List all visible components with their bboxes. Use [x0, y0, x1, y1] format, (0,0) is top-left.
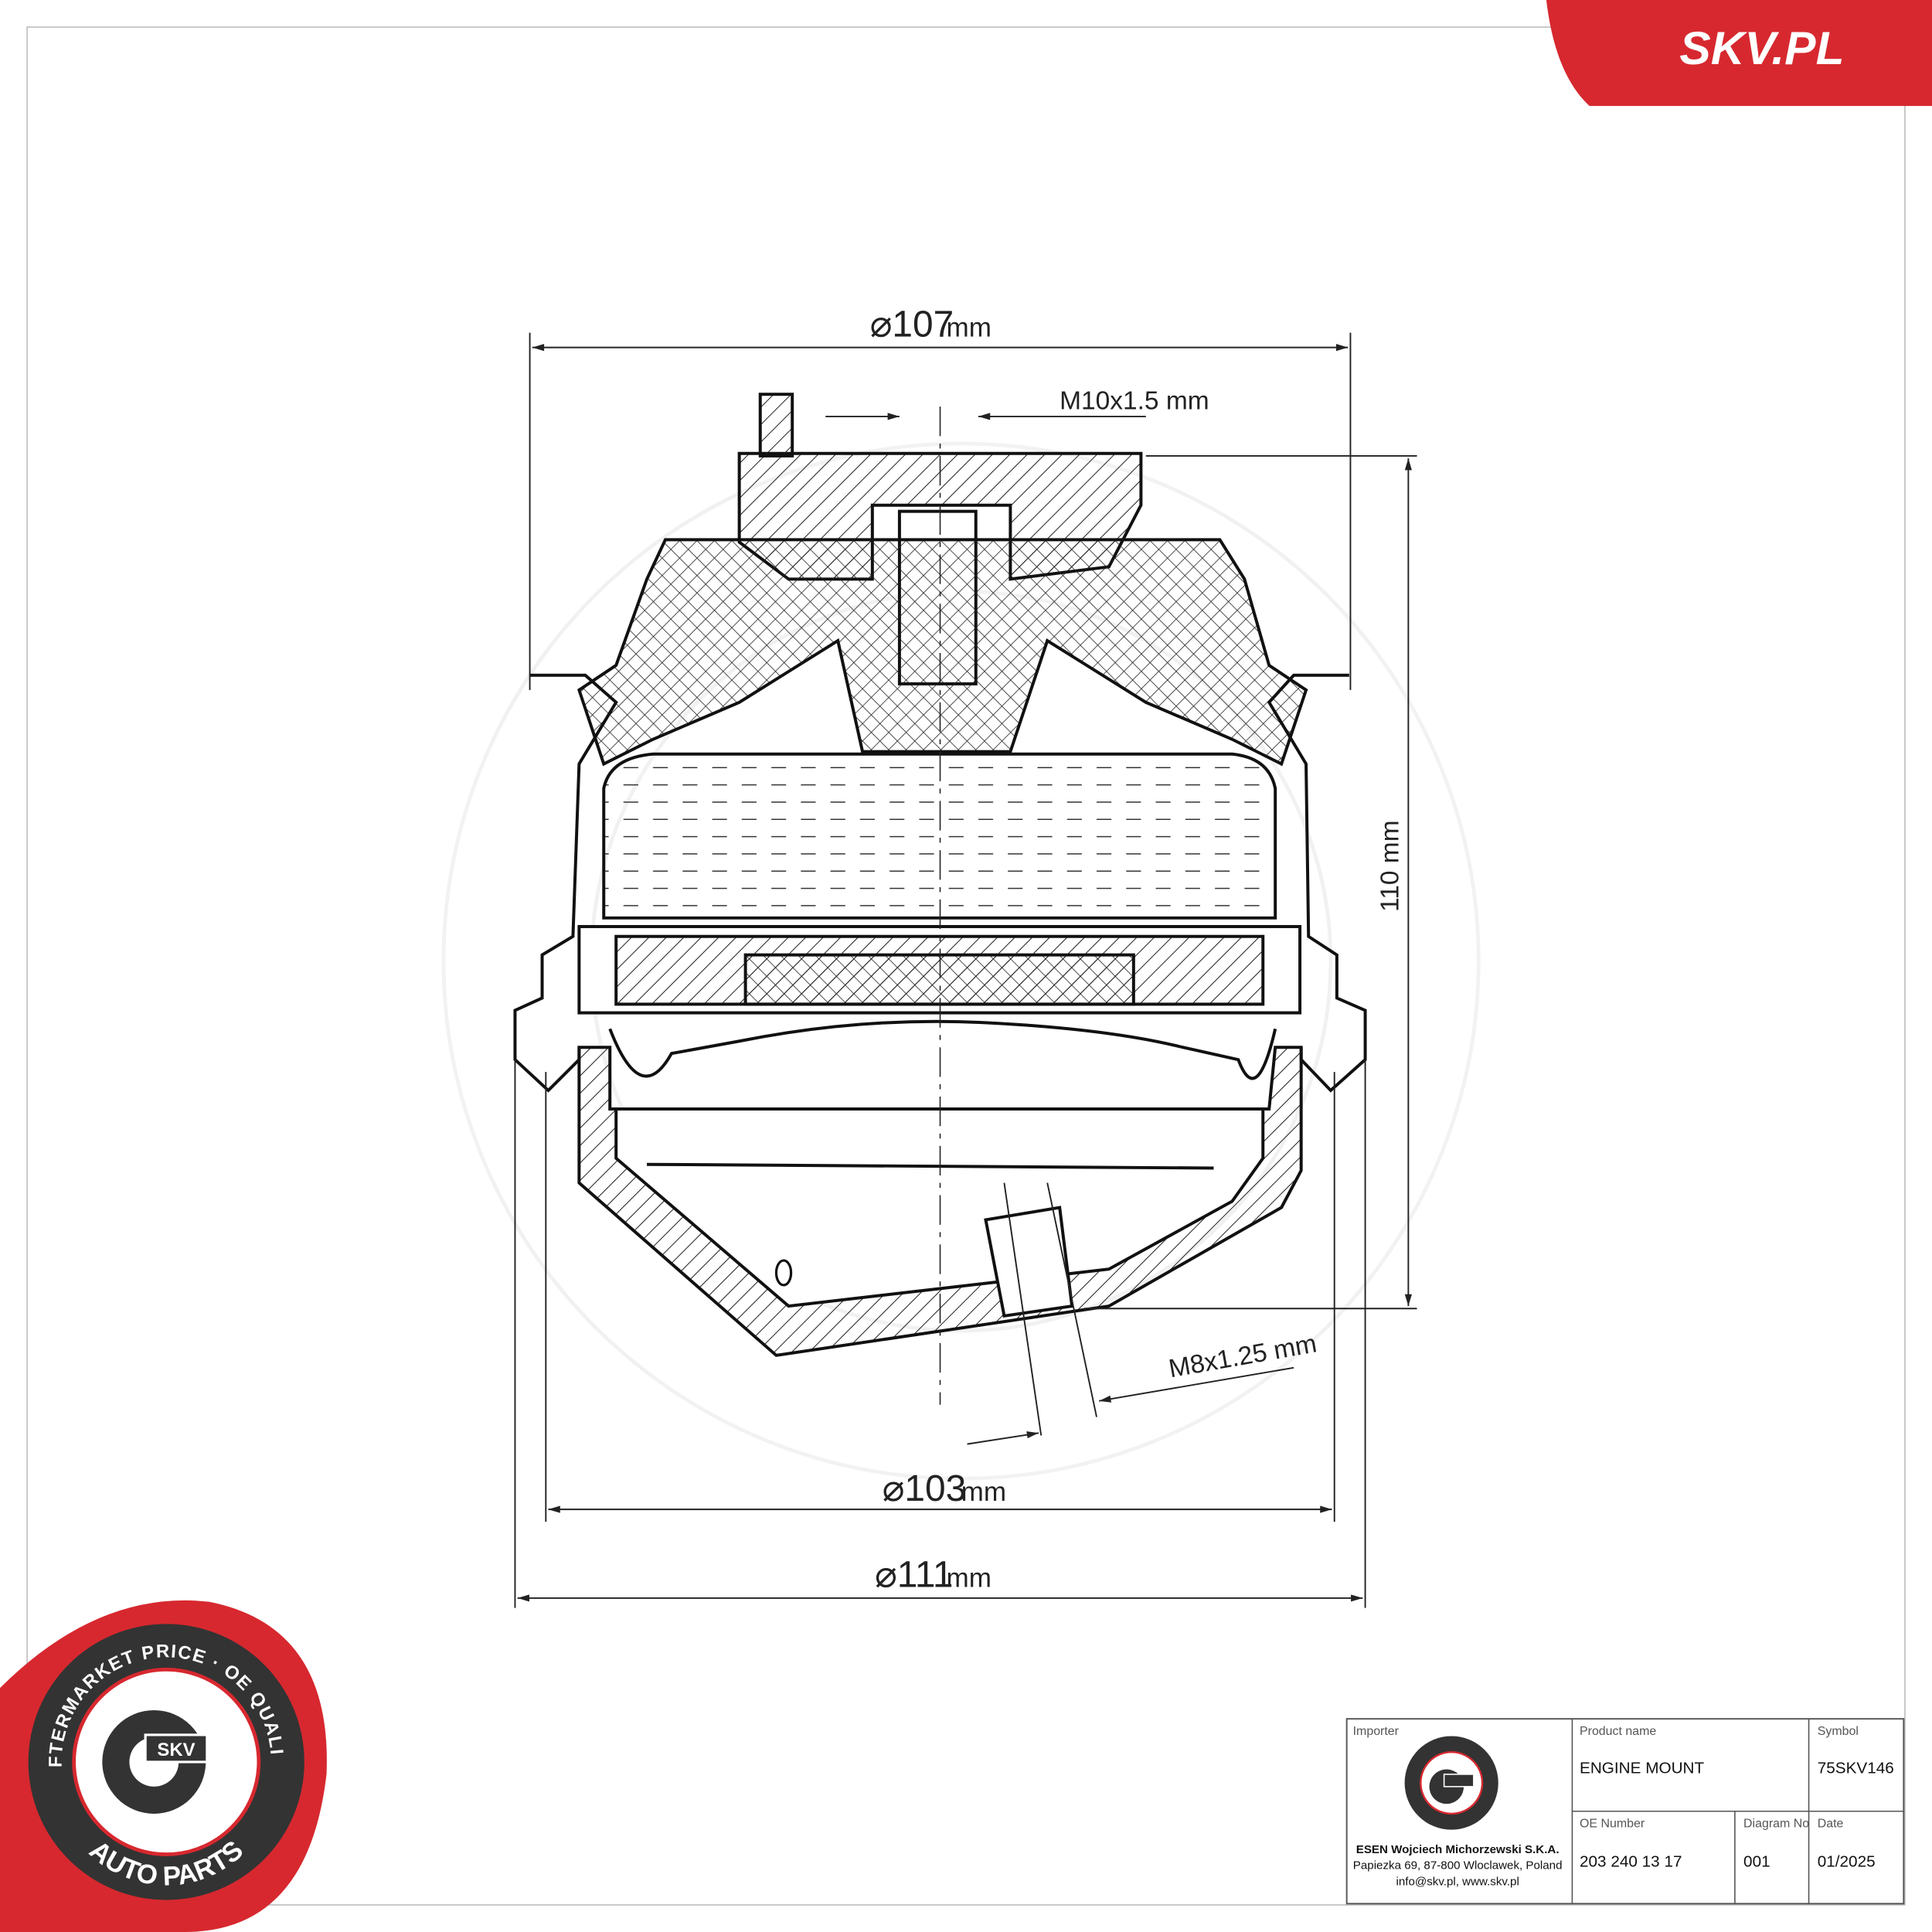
- product-name: ENGINE MOUNT: [1580, 1759, 1704, 1777]
- skv-seal-logo: AFTERMARKET PRICE · OE QUALITY AUTO PART…: [0, 0, 327, 1932]
- dim-outer-diameter-unit: mm: [946, 1563, 991, 1594]
- brand-logo-text: SKV.PL: [1679, 22, 1844, 74]
- dim-mid-diameter: ⌀103: [883, 1468, 967, 1509]
- dim-top-thread: M10x1.5 mm: [1060, 386, 1209, 415]
- dim-top-diameter: ⌀107: [870, 304, 954, 345]
- title-block: Importer ESEN Wojciech Michorzewski S.K.…: [1345, 1718, 1905, 1905]
- dim-mid-diameter-unit: mm: [961, 1477, 1006, 1507]
- importer-logo: [1404, 1736, 1498, 1830]
- product-name-label: Product name: [1580, 1725, 1656, 1738]
- date-label: Date: [1818, 1817, 1844, 1830]
- seal-center-text: SKV: [157, 1740, 195, 1760]
- symbol-value: 75SKV146: [1818, 1759, 1894, 1777]
- date-value: 01/2025: [1818, 1852, 1876, 1870]
- brand-banner: SKV.PL: [1546, 0, 1932, 107]
- importer-name: ESEN Wojciech Michorzewski S.K.A.: [1356, 1843, 1560, 1856]
- importer-address: Papiezka 69, 87-800 Wloclawek, Poland: [1353, 1859, 1563, 1872]
- symbol-label: Symbol: [1818, 1725, 1859, 1738]
- dim-top-diameter-unit: mm: [946, 312, 991, 342]
- dim-height: 110 mm: [1376, 820, 1405, 911]
- oe-number-label: OE Number: [1580, 1817, 1645, 1830]
- diagram-no: 001: [1743, 1852, 1770, 1870]
- oe-number: 203 240 13 17: [1580, 1852, 1682, 1870]
- dim-outer-diameter: ⌀111: [875, 1555, 954, 1596]
- importer-contact: info@skv.pl, www.skv.pl: [1396, 1875, 1519, 1888]
- sheet-border: [26, 26, 1906, 1906]
- dim-bottom-thread: M8x1.25 mm: [1167, 1329, 1319, 1383]
- dimension-lines: [514, 332, 1417, 1608]
- seal-top-text: AFTERMARKET PRICE · OE QUALITY: [0, 0, 286, 1767]
- importer-label: Importer: [1353, 1725, 1400, 1738]
- diagram-no-label: Diagram No: [1743, 1817, 1809, 1830]
- svg-text:AFTERMARKET PRICE · OE QUALITY: AFTERMARKET PRICE · OE QUALITY: [0, 0, 287, 1767]
